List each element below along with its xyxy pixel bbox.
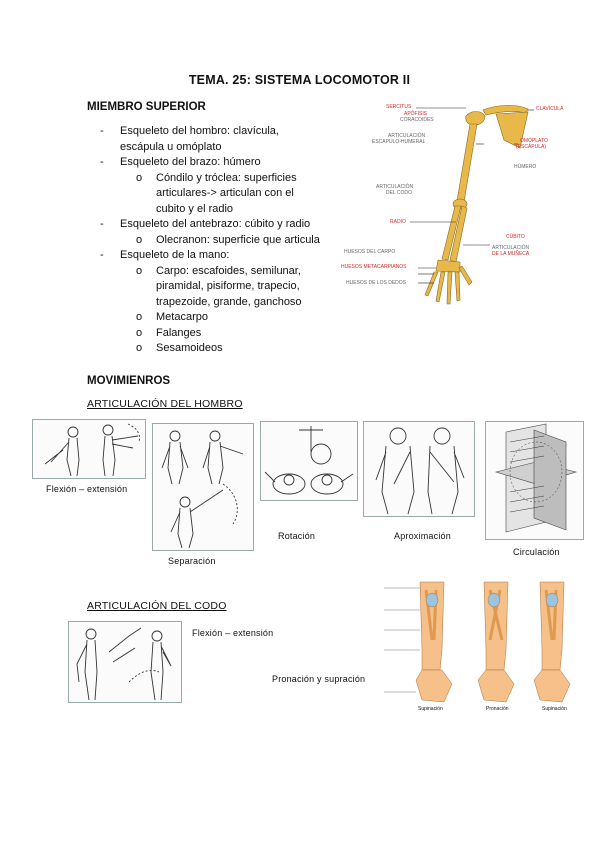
elbow-heading: ARTICULACIÓN DEL CODO (87, 600, 227, 612)
upper-limb-list-item: - Esqueleto de la mano: (96, 248, 366, 264)
upper-limb-list-item: o Cóndilo y tróclea: superficies (96, 171, 366, 187)
shoulder-circulation-illustration (494, 423, 578, 533)
list-bullet: o (136, 342, 143, 354)
list-bullet: - (100, 249, 104, 261)
shoulder-flexion-figure (32, 419, 146, 479)
elbow-flexion-illustration (76, 627, 172, 701)
list-bullet: o (136, 171, 143, 184)
label-del-codo: DEL CODO (386, 190, 412, 196)
caption-aproximacion: Aproximación (394, 531, 451, 541)
label-articulacion-codo: ARTICULACIÓN (376, 184, 414, 190)
shoulder-separation-figure (152, 423, 254, 551)
forearm-pronation-figure: Supinación Pronación Supinación (382, 580, 580, 716)
shoulder-approximation-figure (363, 421, 475, 517)
upper-limb-list-item: o Falanges (96, 326, 366, 342)
list-text: Sesamoideos (156, 342, 223, 354)
section-heading-upper-limb: MIEMBRO SUPERIOR (87, 101, 206, 113)
list-text: escápula u omóplato (120, 140, 222, 153)
label-supinacion-right: Supinación (542, 706, 567, 712)
label-de-la-muneca: DE LA MUÑECA (492, 251, 530, 257)
caption-elbow-flexion: Flexión – extensión (192, 628, 274, 638)
label-huesos-metacarpianos: HUESOS METACARPIANOS (341, 264, 407, 270)
label-escapulo-humeral: ESCAPULO-HUMERAL (372, 139, 426, 145)
label-cubito: CÚBITO (506, 234, 525, 240)
list-text: Esqueleto del antebrazo: cúbito y radio (120, 218, 311, 230)
list-text: piramidal, pisiforme, trapecio, (156, 280, 300, 292)
list-bullet: - (100, 156, 104, 168)
upper-limb-list-item: articulares-> articulan con el (96, 186, 366, 202)
list-text: Carpo: escafoides, semilunar, (156, 264, 301, 277)
label-clavicula: CLAVÍCULA (536, 106, 564, 112)
arm-skeleton-illustration (410, 105, 534, 305)
list-bullet: o (136, 264, 143, 277)
arm-skeleton-figure: SERCITUS APÓFISIS CORACOIDES ARTICULACIÓ… (338, 100, 568, 312)
upper-limb-list: - Esqueleto del hombro: clavícula, escápul… (96, 124, 366, 357)
upper-limb-list-item: o Olecranon: superficie que articula (96, 233, 366, 249)
label-articulacion-hombro: ARTICULACIÓN (388, 133, 426, 139)
list-bullet: o (136, 233, 143, 246)
list-text: articulares-> articulan con el (156, 187, 294, 199)
list-bullet: o (136, 326, 143, 339)
label-pronacion: Pronación (486, 706, 509, 712)
shoulder-heading: ARTICULACIÓN DEL HOMBRO (87, 398, 243, 410)
list-text: Falanges (156, 326, 202, 339)
list-text: trapezoide, grande, ganchoso (156, 295, 302, 308)
caption-rotacion: Rotación (278, 531, 316, 541)
list-text: Esqueleto de la mano: (120, 249, 230, 261)
shoulder-rotation-figure (260, 421, 358, 501)
list-text: Olecranon: superficie que articula (156, 233, 320, 246)
list-text: Esqueleto del hombro: clavícula, (120, 125, 279, 137)
upper-limb-list-item: - Esqueleto del hombro: clavícula, (96, 124, 366, 140)
shoulder-flexion-illustration (44, 423, 140, 477)
shoulder-rotation-illustration (264, 426, 354, 495)
upper-limb-list-item: o Metacarpo (96, 310, 366, 326)
caption-separacion: Separación (168, 556, 216, 566)
section-heading-movements: MOVIMIENROS (87, 375, 171, 387)
label-supinacion-left: Supinación (418, 706, 443, 712)
upper-limb-list-item: o Sesamoideos (96, 341, 366, 357)
forearm-pronation-illustration (384, 581, 571, 703)
upper-limb-list-item: - Esqueleto del brazo: húmero (96, 155, 366, 171)
shoulder-approximation-illustration (375, 427, 465, 515)
label-apofisis: APÓFISIS (404, 111, 428, 117)
list-bullet: - (100, 218, 104, 230)
caption-circulacion: Circulación (513, 547, 560, 557)
label-humero: HÚMERO (514, 164, 537, 170)
upper-limb-list-item: piramidal, pisiforme, trapecio, (96, 279, 366, 295)
label-huesos-dedos: HUESOS DE LOS DEDOS (346, 280, 407, 286)
upper-limb-list-item: cubito y el radio (96, 202, 366, 218)
label-escapula: (ESCÁPULA) (516, 144, 547, 150)
label-sercitus: SERCITUS (386, 104, 412, 110)
shoulder-circulation-figure (485, 421, 584, 540)
label-omoplato: OMÓPLATO (520, 138, 548, 144)
shoulder-separation-illustration (161, 430, 244, 549)
page-title: TEMA. 25: SISTEMA LOCOMOTOR II (188, 73, 411, 87)
caption-pronacion-supinacion: Pronación y supración (272, 674, 366, 684)
elbow-flexion-figure (68, 621, 182, 703)
list-bullet: o (136, 311, 143, 323)
label-articulacion-muneca: ARTICULACIÓN (492, 245, 530, 251)
label-radio: RADIO (390, 219, 406, 225)
label-coracoides: CORACOIDES (400, 117, 434, 123)
list-text: cubito y el radio (156, 202, 234, 215)
list-bullet: - (100, 125, 104, 137)
label-huesos-carpo: HUESOS DEL CARPO (344, 249, 396, 255)
upper-limb-list-item: o Carpo: escafoides, semilunar, (96, 264, 366, 280)
caption-flexion-extension: Flexión – extensión (46, 484, 128, 494)
upper-limb-list-item: trapezoide, grande, ganchoso (96, 295, 366, 311)
list-text: Cóndilo y tróclea: superficies (156, 171, 297, 184)
upper-limb-list-item: - Esqueleto del antebrazo: cúbito y radio (96, 217, 366, 233)
list-text: Metacarpo (156, 311, 208, 323)
list-text: Esqueleto del brazo: húmero (120, 156, 261, 168)
upper-limb-list-item: escápula u omóplato (96, 140, 366, 156)
